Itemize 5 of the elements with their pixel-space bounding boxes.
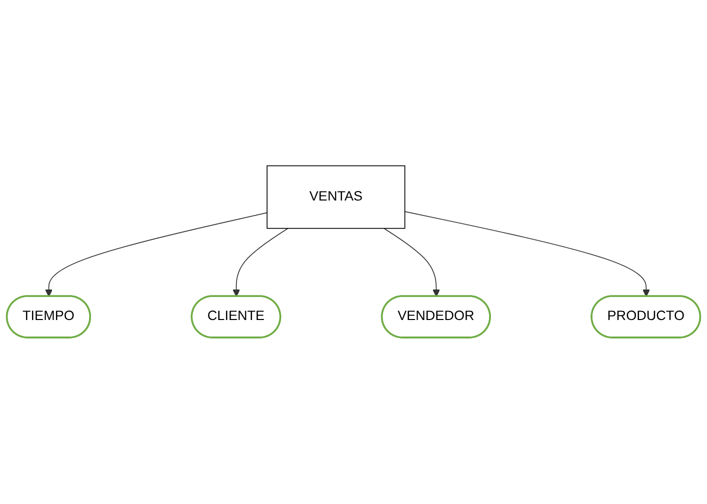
arrow bbox=[384, 228, 440, 298]
node-box: VENTAS bbox=[266, 166, 406, 230]
arrow bbox=[45, 212, 268, 298]
arrow bbox=[404, 212, 650, 298]
arrow bbox=[232, 228, 288, 298]
